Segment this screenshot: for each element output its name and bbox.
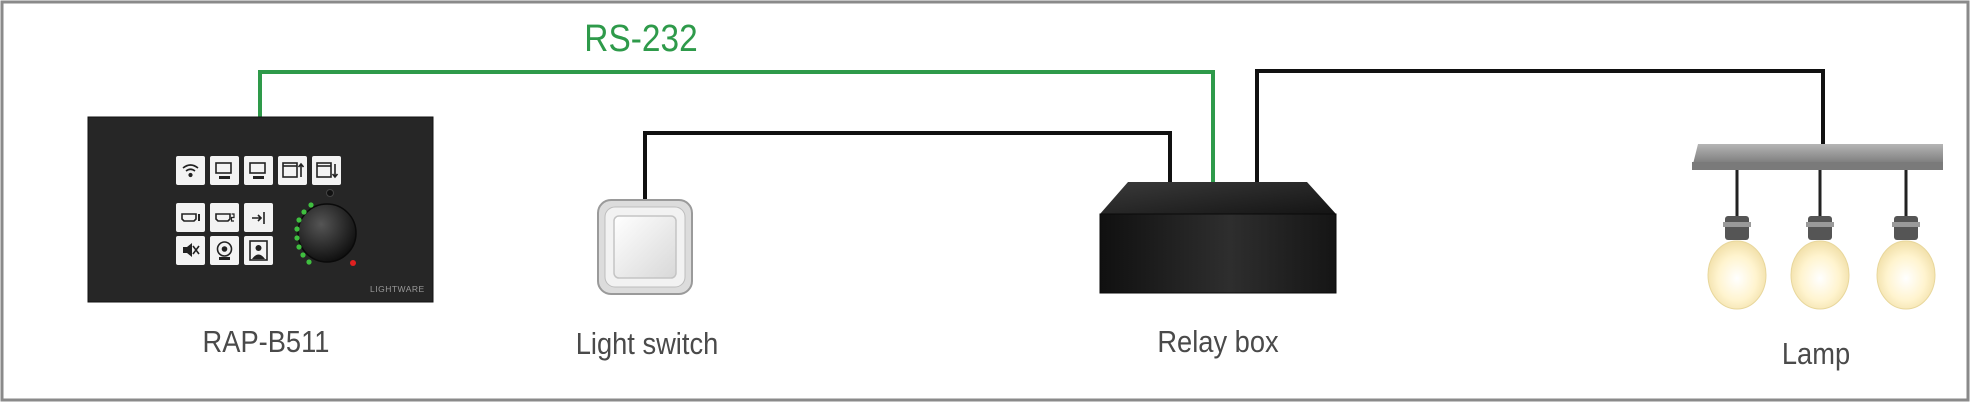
relay-box	[1099, 182, 1337, 294]
hdmi1-icon	[181, 213, 200, 222]
camera-icon	[216, 241, 233, 260]
input-icon	[252, 212, 265, 224]
light-switch	[597, 199, 693, 295]
rap-label: RAP-B511	[202, 324, 330, 359]
hdmi2-icon	[215, 213, 235, 222]
wifi-icon	[182, 164, 199, 178]
rap-b511-panel: LIGHTWARE	[87, 116, 434, 303]
screen-down-icon	[316, 162, 339, 179]
power-led	[350, 260, 356, 266]
display-off-icon	[249, 162, 266, 179]
bulb-2	[1790, 170, 1850, 310]
switch-label: Light switch	[575, 326, 719, 361]
lamp-wire	[1255, 69, 1825, 186]
panel-buttons-row3	[176, 236, 273, 265]
volume-knob	[297, 203, 357, 263]
lamp-label: Lamp	[1781, 336, 1851, 371]
panel-buttons-row1	[176, 156, 341, 185]
volume-leds	[294, 202, 314, 265]
bulb-1	[1707, 170, 1767, 310]
screen-up-icon	[282, 162, 305, 178]
panel-buttons-row2	[176, 203, 273, 232]
rs232-wire	[258, 70, 1215, 186]
relay-label: Relay box	[1157, 324, 1279, 359]
bulb-3	[1876, 170, 1936, 310]
mute-icon	[183, 243, 200, 257]
switch-wire	[643, 131, 1172, 202]
display-on-icon	[215, 162, 232, 179]
lamp	[1692, 144, 1943, 310]
presenter-icon	[249, 240, 268, 261]
brand-logo: LIGHTWARE	[370, 284, 425, 294]
knob-indicator-led	[326, 189, 334, 197]
rs232-label: RS-232	[584, 18, 698, 60]
